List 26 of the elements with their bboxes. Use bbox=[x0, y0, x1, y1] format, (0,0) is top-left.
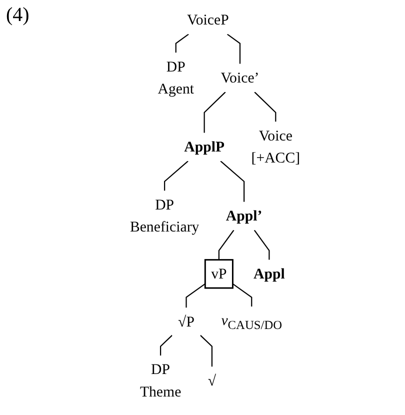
node-box: vP bbox=[204, 259, 234, 289]
example-number: (4) bbox=[6, 4, 30, 27]
connector bbox=[164, 160, 188, 191]
connector bbox=[160, 334, 172, 356]
node-text: Voice’ bbox=[220, 70, 260, 86]
node-text: DP Beneficiary bbox=[130, 196, 200, 236]
node-text: √ bbox=[208, 372, 216, 389]
connector bbox=[200, 334, 213, 367]
connector bbox=[220, 160, 245, 202]
node-text: VoiceP bbox=[187, 12, 229, 28]
node-text: Voice [+ACC] bbox=[251, 128, 300, 166]
connector bbox=[175, 34, 189, 53]
node-text: v$_{CAUS/DO}$ bbox=[221, 312, 282, 332]
node-text: √P bbox=[178, 314, 194, 330]
node-text: Appl bbox=[254, 266, 285, 282]
connector bbox=[254, 230, 270, 260]
connector bbox=[254, 92, 276, 122]
node-text: DP Theme bbox=[140, 362, 182, 400]
connector bbox=[232, 283, 252, 307]
connector bbox=[218, 230, 234, 260]
node-text: DP Agent bbox=[158, 58, 194, 98]
node-text: Appl’ bbox=[226, 208, 262, 224]
connector bbox=[204, 92, 226, 133]
connector bbox=[186, 283, 206, 308]
connector bbox=[226, 34, 241, 64]
node-text: ApplP bbox=[184, 138, 225, 156]
